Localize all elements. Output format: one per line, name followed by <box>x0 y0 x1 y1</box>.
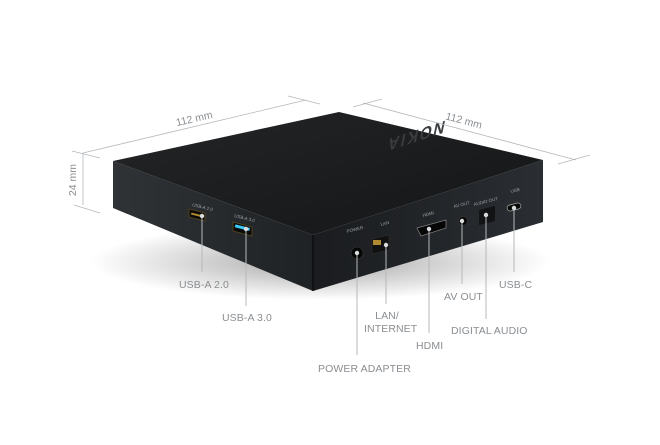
callout-usb-a2: USB-A 2.0 <box>179 279 229 291</box>
callout-digital-audio: DIGITAL AUDIO <box>451 325 528 337</box>
av-out-silkscreen: AV OUT <box>453 200 470 209</box>
lan-port <box>371 234 390 255</box>
box-left-face <box>113 161 313 291</box>
power-silkscreen: POWER <box>346 225 364 234</box>
width-right-dimension: 112 mm <box>444 110 483 131</box>
hdmi-silkscreen: HDMI <box>422 210 434 218</box>
leader-lines <box>201 208 515 355</box>
callout-hdmi: HDMI <box>416 340 444 352</box>
height-dimension: 24 mm <box>67 164 79 196</box>
usb-silkscreen: USB <box>510 187 520 194</box>
usb-a3-silkscreen: USB-A 3.0 <box>234 213 256 223</box>
dimension-lines <box>71 95 591 214</box>
hdmi-port <box>416 219 447 237</box>
width-left-dimension: 112 mm <box>175 109 214 129</box>
callout-usb-a3: USB-A 3.0 <box>222 312 272 324</box>
usb-a2-silkscreen: USB-A 2.0 <box>192 202 214 212</box>
audio-out-silkscreen: AUDIO OUT <box>473 196 499 207</box>
callout-lan-internet: LAN/ INTERNET <box>364 310 418 336</box>
callout-usb-c: USB-C <box>499 279 533 291</box>
box-top-face <box>113 112 543 235</box>
callout-lan-line2: INTERNET <box>364 323 418 335</box>
lan-silkscreen: LAN <box>380 220 390 227</box>
callout-lan-line1: LAN/ <box>375 310 399 322</box>
callout-av-out: AV OUT <box>444 291 483 303</box>
callout-power-adapter: POWER ADAPTER <box>318 363 411 375</box>
leader-dots <box>199 205 517 256</box>
